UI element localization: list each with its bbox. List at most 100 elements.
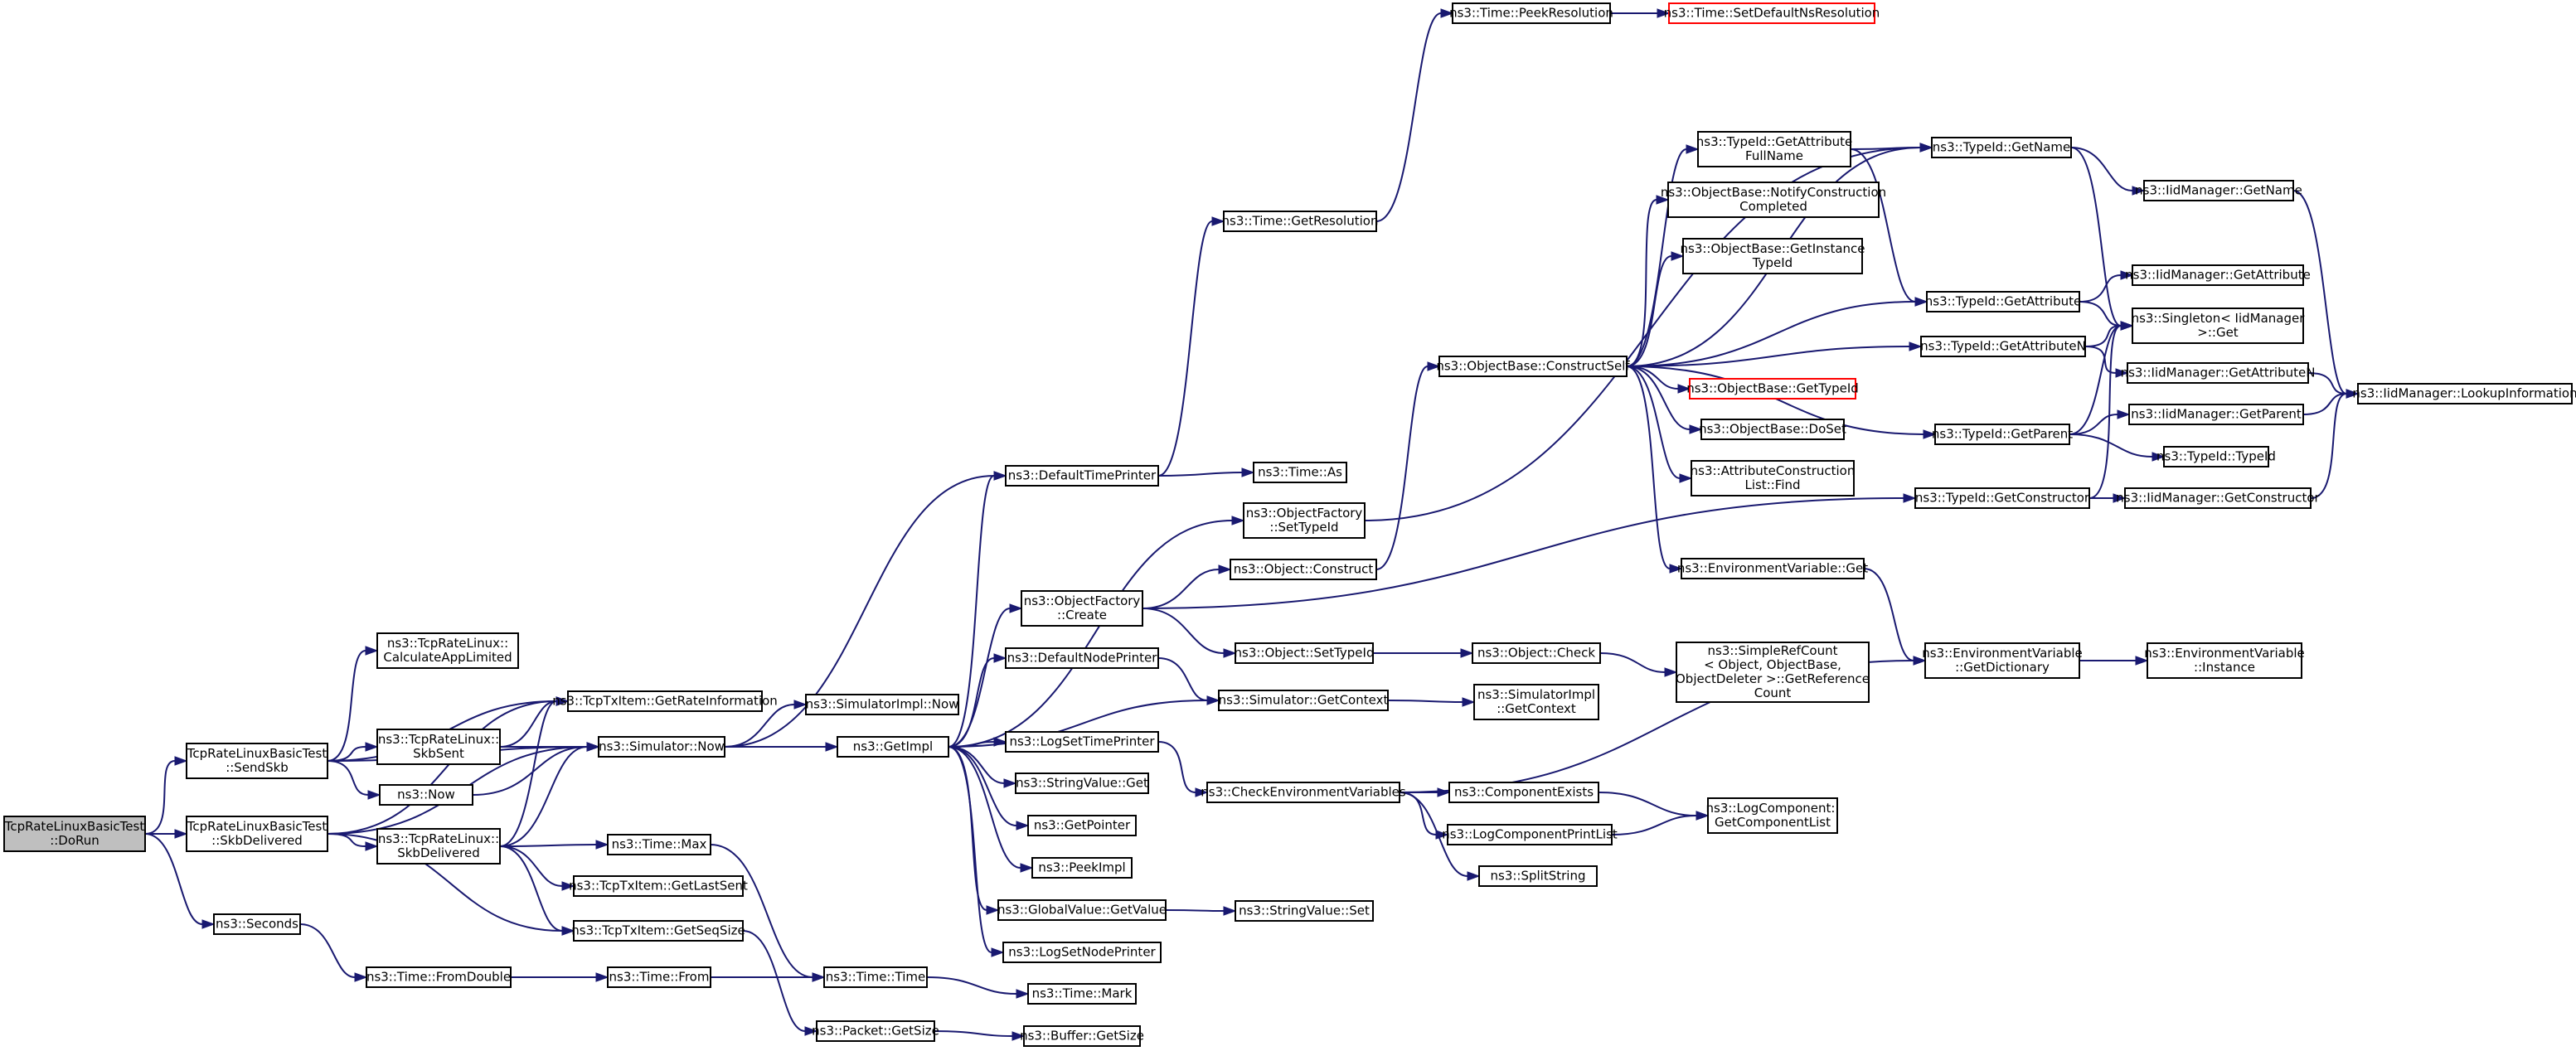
node-component-exists[interactable]: ns3::ComponentExists [1448,782,1599,803]
node-label: ns3::ObjectBase::GetTypeId [1686,381,1859,396]
node-time-from[interactable]: ns3::Time::From [607,966,711,988]
node-check-env-vars[interactable]: ns3::CheckEnvironmentVariables [1201,782,1406,803]
node-time-peek-resolution[interactable]: ns3::Time::PeekResolution [1449,2,1613,24]
node-now[interactable]: ns3::Now [379,784,473,806]
node-string-value-get[interactable]: ns3::StringValue::Get [1015,773,1149,794]
edge-line [499,700,557,847]
node-box [1027,815,1137,836]
node-label: ns3::IidManager::GetName [2135,183,2302,198]
node-box [823,966,928,988]
node-skb-sent[interactable]: ns3::TcpRateLinux::SkbSent [376,729,501,765]
node-log-set-time-printer[interactable]: ns3::LogSetTimePrinter [1005,731,1159,753]
edge-line [499,844,597,847]
node-time-mark[interactable]: ns3::Time::Mark [1027,983,1137,1005]
node-object-check[interactable]: ns3::Object::Check [1472,642,1601,664]
node-label: TcpRateLinuxBasicTest [187,746,327,761]
node-log-component-print-list[interactable]: ns3::LogComponentPrintList [1442,824,1618,845]
node-label: ::SkbDelivered [211,833,303,848]
node-type-id-get-name[interactable]: ns3::TypeId::GetName [1931,137,2072,158]
node-obj-factory-create[interactable]: ns3::ObjectFactory::Create [1021,590,1143,627]
edge-arrowhead [2135,656,2149,666]
node-time-set-default-ns[interactable]: ns3::Time::SetDefaultNsResolution [1664,2,1880,24]
edge-time-from-to-time-time [711,972,826,982]
node-obj-base-get-type-id[interactable]: ns3::ObjectBase::GetTypeId [1686,378,1859,400]
node-object-construct[interactable]: ns3::Object::Construct [1230,559,1377,580]
node-iid-lookup-info[interactable]: ns3::IidManager::LookupInformation [2352,383,2576,404]
node-iid-get-constructor[interactable]: ns3::IidManager::GetConstructor [2116,487,2321,509]
edge-arrowhead [1195,787,1209,797]
edge-line [144,760,176,835]
node-time-get-resolution[interactable]: ns3::Time::GetResolution [1222,211,1379,232]
node-label: >::Get [2197,325,2239,340]
node-from-double[interactable]: ns3::Time::FromDouble [366,966,512,988]
node-get-pointer[interactable]: ns3::GetPointer [1027,815,1137,836]
edge-line [710,844,813,978]
edge-line [2079,274,2122,303]
node-time-max[interactable]: ns3::Time::Max [607,834,711,855]
node-time-as[interactable]: ns3::Time::As [1253,462,1347,483]
edge-sim-now-to-sim-impl-now [724,700,808,748]
node-default-time-printer[interactable]: ns3::DefaultTimePrinter [1005,465,1159,487]
node-type-id-get-attribute[interactable]: ns3::TypeId::GetAttribute [1925,291,2081,312]
node-obj-base-notify[interactable]: ns3::ObjectBase::NotifyConstructionCompl… [1661,182,1886,218]
edge-line [1626,255,1672,367]
edge-arrowhead [825,742,839,752]
node-iid-get-name[interactable]: ns3::IidManager::GetName [2135,180,2302,201]
node-iid-get-attribute[interactable]: ns3::IidManager::GetAttribute [2125,264,2311,286]
node-obj-factory-set-type-id[interactable]: ns3::ObjectFactory::SetTypeId [1243,502,1366,539]
node-get-last-sent[interactable]: ns3::TcpTxItem::GetLastSent [569,875,748,897]
node-box [1005,647,1159,669]
edge-arrowhead [1467,871,1481,881]
node-type-id-get-attribute-n[interactable]: ns3::TypeId::GetAttributeN [1920,336,2086,357]
node-global-value-get-value[interactable]: ns3::GlobalValue::GetValue [997,899,1167,921]
node-iid-get-parent[interactable]: ns3::IidManager::GetParent [2128,404,2304,425]
node-skb-delivered-rate[interactable]: ns3::TcpRateLinux::SkbDelivered [376,828,501,865]
edge-default-node-printer-to-sim-get-context [1157,657,1220,705]
edge-arrowhead [1913,656,1927,666]
node-sim-impl-now[interactable]: ns3::SimulatorImpl::Now [805,694,959,715]
node-skb-delivered-test[interactable]: TcpRateLinuxBasicTest::SkbDelivered [186,816,328,852]
node-sim-now[interactable]: ns3::Simulator::Now [598,736,725,758]
node-get-seq-size[interactable]: ns3::TcpTxItem::GetSeqSize [571,920,745,942]
node-default-node-printer[interactable]: ns3::DefaultNodePrinter [1005,647,1159,669]
node-get-rate-info[interactable]: ns3::TcpTxItem::GetRateInformation [552,690,778,712]
node-iid-get-attribute-n[interactable]: ns3::IidManager::GetAttributeN [2121,362,2316,384]
node-seconds[interactable]: ns3::Seconds [213,913,301,935]
node-log-component-get-list[interactable]: ns3::LogComponent::GetComponentList [1706,797,1840,834]
node-string-value-set[interactable]: ns3::StringValue::Set [1235,900,1374,922]
node-sim-get-context[interactable]: ns3::Simulator::GetContext [1218,690,1389,711]
node-env-var-get[interactable]: ns3::EnvironmentVariable::Get [1677,558,1868,579]
node-buffer-get-size[interactable]: ns3::Buffer::GetSize [1020,1025,1144,1047]
node-log-set-node-printer[interactable]: ns3::LogSetNodePrinter [1002,942,1162,963]
node-singleton-get[interactable]: ns3::Singleton< IidManager>::Get [2132,308,2306,344]
node-env-var-get-dictionary[interactable]: ns3::EnvironmentVariable::GetDictionary [1922,642,2083,679]
node-sim-impl-get-context[interactable]: ns3::SimulatorImpl::GetContext [1473,684,1599,720]
edge-arrowhead [1223,648,1237,658]
node-type-id-get-constructor[interactable]: ns3::TypeId::GetConstructor [1914,487,2090,509]
node-packet-get-size[interactable]: ns3::Packet::GetSize [812,1020,939,1042]
node-simple-ref-count[interactable]: ns3::SimpleRefCount< Object, ObjectBase,… [1676,642,1870,703]
node-time-time[interactable]: ns3::Time::Time [823,966,928,988]
node-box [997,899,1167,921]
node-do-run[interactable]: TcpRateLinuxBasicTest::DoRun [3,816,146,852]
node-obj-base-construct-self[interactable]: ns3::ObjectBase::ConstructSelf [1436,356,1630,377]
edge-sim-get-context-to-sim-impl-get-context [1387,697,1476,707]
node-peek-impl[interactable]: ns3::PeekImpl [1031,857,1133,879]
node-split-string[interactable]: ns3::SplitString [1478,865,1598,887]
node-label: ns3::TypeId::GetAttributeN [1920,339,2086,354]
node-type-id-get-parent[interactable]: ns3::TypeId::GetParent [1932,424,2073,445]
edge-line [948,608,1011,748]
node-get-impl[interactable]: ns3::GetImpl [837,736,949,758]
edge-arrowhead [561,881,575,891]
node-object-set-type-id[interactable]: ns3::Object::SetTypeId [1235,642,1375,664]
node-calc-app-limited[interactable]: ns3::TcpRateLinux::CalculateAppLimited [376,632,519,669]
node-obj-base-do-set[interactable]: ns3::ObjectBase::DoSet [1699,419,1846,440]
node-box [1447,824,1613,845]
node-send-skb[interactable]: TcpRateLinuxBasicTest::SendSkb [186,743,328,779]
node-env-var-instance[interactable]: ns3::EnvironmentVariable::Instance [2144,642,2305,679]
node-type-id-type-id[interactable]: ns3::TypeId::TypeId [2156,446,2276,467]
edge-line [948,520,1233,748]
